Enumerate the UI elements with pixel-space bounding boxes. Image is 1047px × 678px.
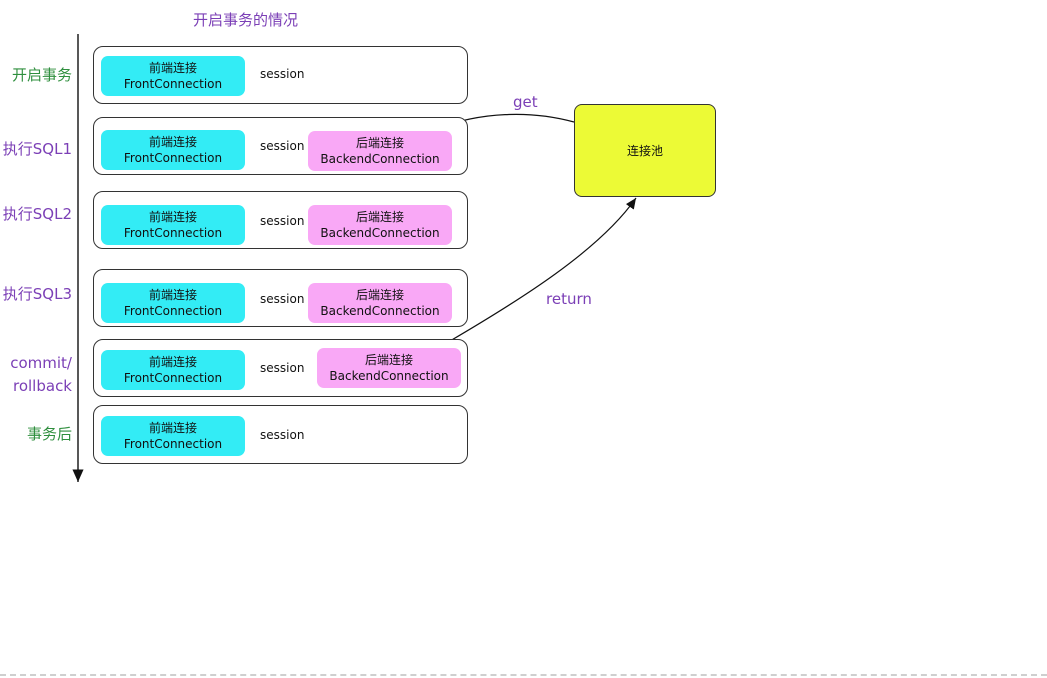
front-connection-cn: 前端连接 [148,210,197,224]
session-label: session [260,361,305,375]
backend-connection-en: BackendConnection [329,369,449,383]
backend-connection-cn: 后端连接 [355,136,404,150]
front-connection-cn: 前端连接 [148,355,197,369]
step-sql2: 执行SQL2 [2,205,72,223]
step-rollback: rollback [13,377,72,395]
backend-connection-en: BackendConnection [320,304,440,318]
session-label: session [260,214,305,228]
session-label: session [260,428,305,442]
front-connection: 前端连接 FrontConnection [101,283,245,323]
session-label: session [260,139,305,153]
bottom-divider [0,674,1047,676]
front-connection: 前端连接 FrontConnection [101,56,245,96]
front-connection-cn: 前端连接 [148,61,197,75]
get-label: get [513,93,538,111]
front-connection-en: FrontConnection [123,77,223,91]
step-sql3: 执行SQL3 [2,285,72,303]
front-connection-en: FrontConnection [123,437,223,451]
backend-connection-cn: 后端连接 [364,353,413,367]
backend-connection-en: BackendConnection [320,152,440,166]
front-connection-cn: 前端连接 [148,135,197,149]
front-connection-en: FrontConnection [123,304,223,318]
front-connection-en: FrontConnection [123,226,223,240]
front-connection: 前端连接 FrontConnection [101,350,245,390]
row-sql1: 前端连接 FrontConnection session 后端连接 Backen… [93,117,468,175]
front-connection-en: FrontConnection [123,371,223,385]
row-after: 前端连接 FrontConnection session [93,405,468,464]
backend-connection: 后端连接 BackendConnection [317,348,461,388]
return-label: return [546,290,592,308]
return-arrow [449,197,637,342]
session-label: session [260,292,305,306]
front-connection: 前端连接 FrontConnection [101,130,245,170]
step-after: 事务后 [26,425,72,443]
backend-connection: 后端连接 BackendConnection [308,283,452,323]
connection-pool: 连接池 [574,104,716,197]
row-commit: 前端连接 FrontConnection session 后端连接 Backen… [93,339,468,397]
front-connection-cn: 前端连接 [148,421,197,435]
diagram-title: 开启事务的情况 [193,11,299,29]
connection-pool-label: 连接池 [626,144,663,158]
backend-connection: 后端连接 BackendConnection [308,205,452,245]
front-connection-cn: 前端连接 [148,288,197,302]
backend-connection-cn: 后端连接 [355,210,404,224]
row-sql3: 前端连接 FrontConnection session 后端连接 Backen… [93,269,468,327]
step-begin: 开启事务 [11,66,72,84]
front-connection: 前端连接 FrontConnection [101,416,245,456]
session-label: session [260,67,305,81]
front-connection-en: FrontConnection [123,151,223,165]
backend-connection-cn: 后端连接 [355,288,404,302]
row-sql2: 前端连接 FrontConnection session 后端连接 Backen… [93,191,468,249]
step-commit: commit/ [10,354,72,372]
backend-connection: 后端连接 BackendConnection [308,131,452,171]
backend-connection-en: BackendConnection [320,226,440,240]
front-connection: 前端连接 FrontConnection [101,205,245,245]
step-sql1: 执行SQL1 [2,140,72,158]
row-begin: 前端连接 FrontConnection session [93,46,468,104]
